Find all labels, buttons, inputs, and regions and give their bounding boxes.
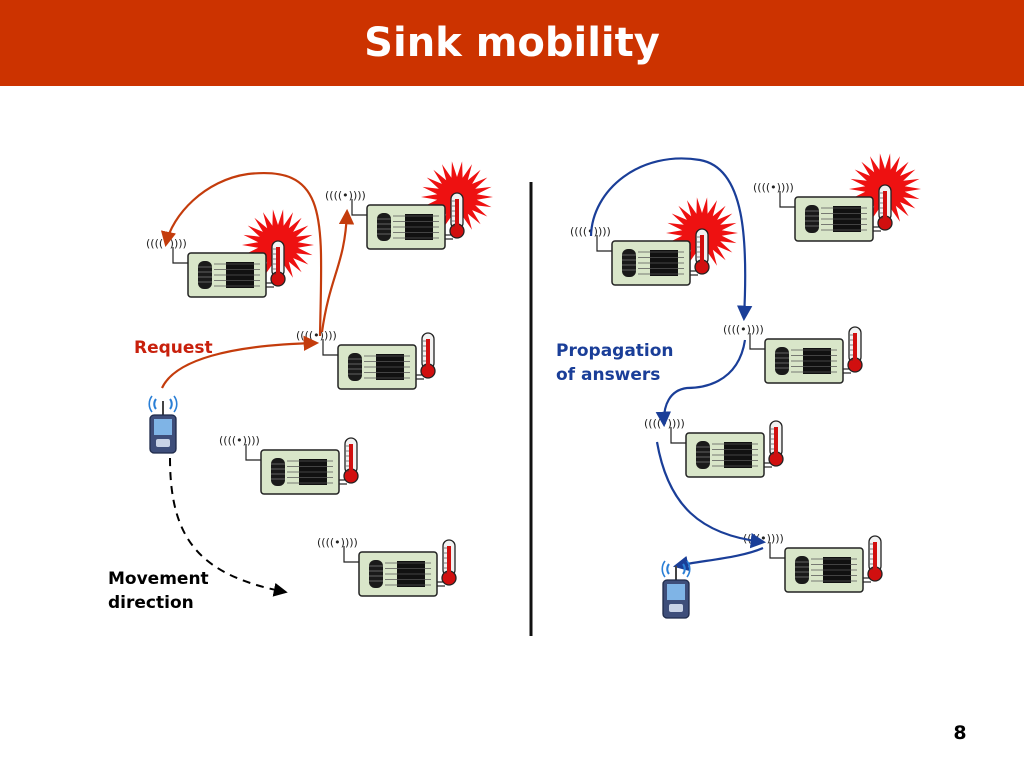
request-arrow [161, 335, 320, 389]
answer-arrow [589, 157, 753, 322]
thermometer-icon [449, 192, 465, 239]
thermometer-icon [768, 420, 784, 467]
sensor-node: ((((•)))) [644, 417, 784, 478]
thermometer-icon [877, 184, 893, 231]
antenna-icon: ((((•)))) [317, 536, 358, 549]
page-number: 8 [953, 722, 967, 744]
antenna-icon: ((((•)))) [743, 532, 784, 545]
propagation-label-line1: Propagation [556, 341, 674, 361]
sensor-node: ((((•)))) [317, 536, 457, 597]
thermometer-icon [270, 240, 286, 287]
thermometer-icon [694, 228, 710, 275]
sensor-node: ((((•)))) [723, 323, 863, 384]
battery-icon [805, 205, 819, 233]
battery-icon [198, 261, 212, 289]
movement-label-line1: Movement [108, 569, 209, 589]
sensor-node: ((((•)))) [325, 161, 493, 250]
sensor-node: ((((•)))) [296, 329, 436, 390]
sensor-node: ((((•)))) [219, 434, 359, 495]
battery-icon [696, 441, 710, 469]
battery-icon [795, 556, 809, 584]
antenna-icon: ((((•)))) [325, 189, 366, 202]
answer-arrow [655, 339, 747, 428]
thermometer-icon [441, 539, 457, 586]
thermometer-icon [867, 535, 883, 582]
request-arrow [160, 171, 323, 337]
battery-icon [775, 347, 789, 375]
antenna-icon: ((((•)))) [723, 323, 764, 336]
answer-arrow [672, 546, 764, 572]
propagation-label-line2: of answers [556, 365, 661, 385]
antenna-icon: ((((•)))) [219, 434, 260, 447]
thermometer-icon [420, 332, 436, 379]
antenna-icon: ((((•)))) [753, 181, 794, 194]
battery-icon [377, 213, 391, 241]
slide-title: Sink mobility [364, 20, 660, 66]
sink-device-icon [148, 395, 178, 454]
request-arrow [320, 208, 355, 333]
movement-label-line2: direction [108, 593, 194, 613]
battery-icon [369, 560, 383, 588]
antenna-icon: ((((•)))) [296, 329, 337, 342]
thermometer-icon [343, 437, 359, 484]
title-bar [0, 0, 1024, 86]
battery-icon [348, 353, 362, 381]
request-label: Request [134, 338, 213, 358]
battery-icon [622, 249, 636, 277]
battery-icon [271, 458, 285, 486]
movement-arrow [169, 457, 288, 597]
sensor-node: ((((•)))) [753, 153, 921, 242]
sensor-node: ((((•)))) [570, 197, 738, 286]
answer-arrow [655, 441, 767, 549]
thermometer-icon [847, 326, 863, 373]
sensor-node: ((((•)))) [743, 532, 883, 593]
sink-device-icon [661, 560, 691, 619]
sensor-node: ((((•)))) [146, 209, 314, 298]
